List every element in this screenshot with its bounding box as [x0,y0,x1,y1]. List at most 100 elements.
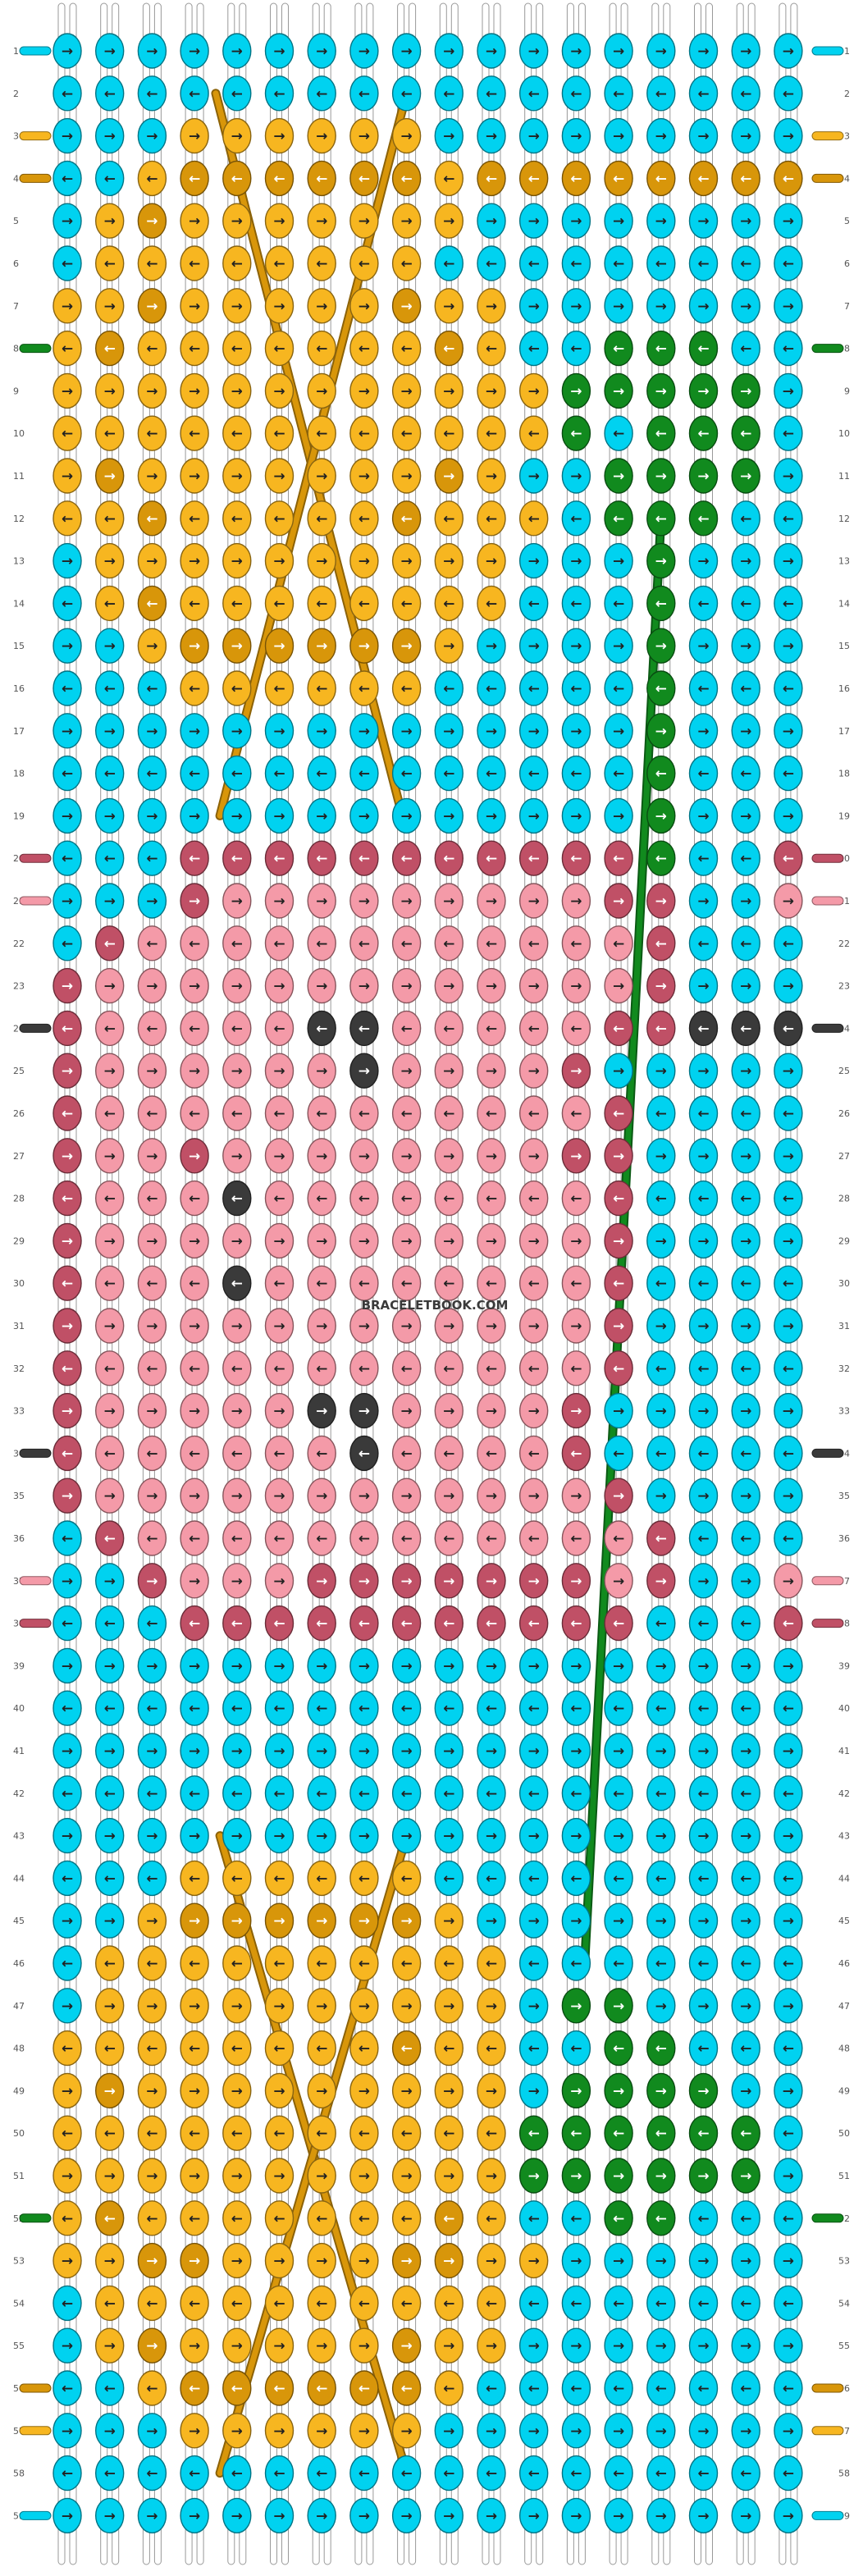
knot-body [731,330,760,367]
arrow-left-icon: ← [613,1106,624,1122]
knot: → [53,1478,82,1514]
arrow-right-icon: → [570,1404,582,1420]
knot: → [477,1308,506,1344]
knot: → [137,1053,167,1089]
arrow-right-icon: → [273,2254,285,2270]
knot-body [391,33,422,69]
arrow-right-icon: → [273,2083,285,2099]
arrow-right-icon: → [783,2083,794,2099]
arrow-right-icon: → [740,383,751,400]
knot: → [434,458,463,494]
knot: ← [349,415,379,451]
arrow-right-icon: → [146,979,158,995]
knot: → [180,542,209,579]
knot-body [307,1690,336,1726]
knot: ← [53,415,82,451]
arrow-right-icon: → [570,213,582,230]
knot: → [222,1138,252,1174]
knot: → [774,797,803,834]
knot: → [222,2413,252,2449]
knot: ← [519,1010,549,1047]
knot-body [688,1478,719,1514]
knot-body [477,75,506,112]
arrow-right-icon: → [316,1233,327,1249]
knot: → [94,1053,125,1089]
knot: ← [519,2200,549,2236]
knot: ← [349,925,379,961]
row-label: 26 [838,1108,850,1119]
knot: → [519,1563,549,1599]
knot: ← [94,1520,125,1556]
knot: ← [94,415,125,451]
knot: → [391,1988,422,2024]
knot: → [391,288,422,324]
arrow-right-icon: → [400,43,412,60]
knot: ← [391,1775,422,1811]
knot: ← [731,1690,760,1726]
arrow-right-icon: → [528,1998,540,2015]
knot: ← [731,1350,760,1386]
knot: ← [688,1010,719,1047]
knot-body [434,1605,463,1642]
knot: → [180,2413,209,2449]
arrow-right-icon: → [655,724,667,740]
knot: ← [561,755,591,792]
knot: → [391,2497,422,2534]
knot: → [477,1478,506,1514]
knot: → [349,883,379,919]
knot-body [53,967,82,1004]
knot-body [477,797,506,834]
row-label: 1 [13,46,19,57]
knot-body [222,458,252,494]
arrow-left-icon: ← [189,426,200,442]
arrow-right-icon: → [486,2508,497,2524]
arrow-right-icon: → [146,1063,158,1080]
arrow-right-icon: → [740,213,751,230]
arrow-left-icon: ← [528,596,540,612]
row-label: 42 [13,1788,25,1799]
arrow-left-icon: ← [400,2126,412,2142]
arrow-right-icon: → [570,1488,582,1505]
row-label: 28 [838,1194,850,1204]
knot-body [731,628,760,664]
knot: ← [180,500,209,537]
left-string-end [19,2510,52,2520]
knot: ← [731,755,760,792]
knot: → [391,2413,422,2449]
knot: ← [434,925,463,961]
knot-body [646,1095,676,1131]
knot-body [137,797,167,834]
arrow-left-icon: ← [231,2041,243,2058]
arrow-left-icon: ← [146,1021,158,1037]
arrow-right-icon: → [570,638,582,655]
knot: → [222,117,252,154]
knot-body [137,1435,167,1472]
knot-body [688,967,719,1004]
arrow-right-icon: → [528,2168,540,2185]
knot: → [731,1138,760,1174]
arrow-left-icon: ← [62,171,73,187]
knot: ← [307,925,336,961]
knot: ← [561,670,591,706]
knot-body [434,330,463,367]
knot: → [349,2497,379,2534]
knot: → [222,1733,252,1769]
knot: → [646,797,676,834]
knot: ← [519,415,549,451]
knot: ← [519,2115,549,2151]
knot-body [477,1010,506,1047]
knot-body [53,628,82,664]
knot: ← [561,585,591,622]
knot: ← [519,1350,549,1386]
knot: → [519,117,549,154]
knot: ← [434,2200,463,2236]
knot: ← [519,2030,549,2067]
knot: ← [731,1095,760,1131]
arrow-right-icon: → [316,2338,327,2354]
arrow-right-icon: → [655,299,667,315]
arrow-left-icon: ← [146,171,158,187]
knot: → [434,1222,463,1259]
arrow-left-icon: ← [62,1191,73,1208]
knot: ← [731,160,760,197]
knot: ← [477,1265,506,1301]
